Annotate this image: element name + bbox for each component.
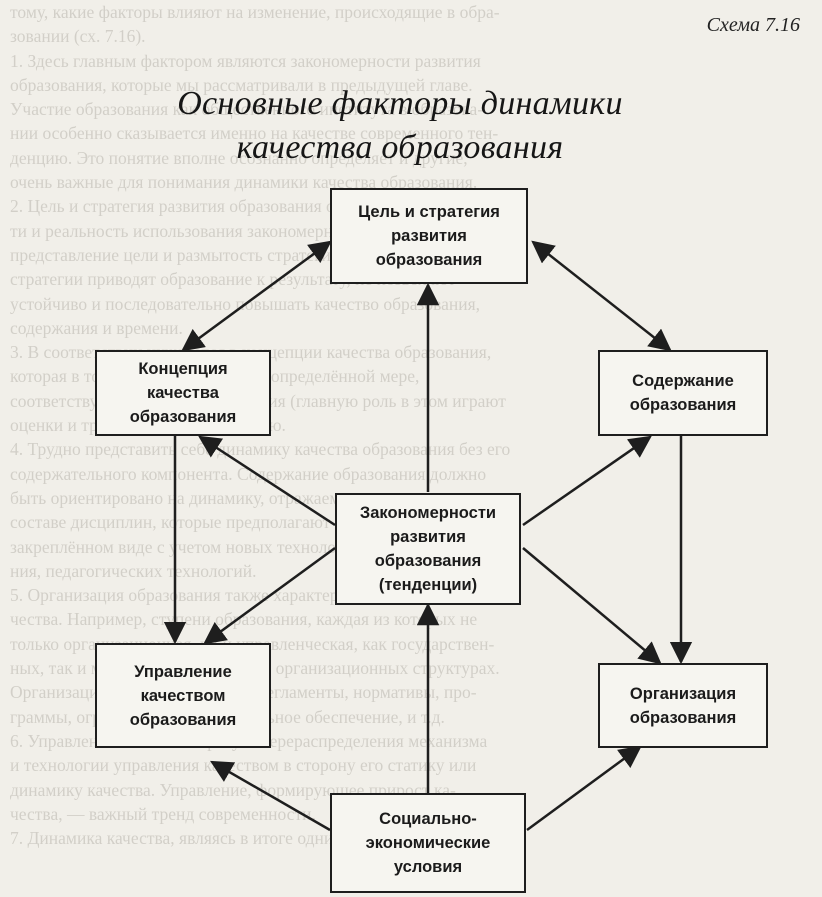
background-text-line: и технологии управления качеством в стор… bbox=[10, 755, 477, 776]
background-text-line: 4. Трудно представить себе динамику каче… bbox=[10, 439, 511, 460]
box-content-label: Содержание образования bbox=[629, 372, 737, 414]
box-quality-management: Управление качеством образования bbox=[95, 643, 271, 748]
diagram-title: Основные факторы динамики качества образ… bbox=[120, 82, 680, 170]
box-organization-label: Организация образования bbox=[629, 684, 737, 727]
box-socio-economic: Социально- экономические условия bbox=[330, 793, 526, 893]
background-text-line: содержательного компонента. Содержание о… bbox=[10, 463, 487, 484]
arrow-laws-management bbox=[203, 546, 336, 645]
background-text-line: Участие образования как общественного ин… bbox=[10, 99, 484, 120]
arrow-goal-concept bbox=[181, 240, 332, 352]
arrow-socio-management bbox=[210, 760, 331, 832]
box-content: Содержание образования bbox=[598, 350, 768, 436]
arrow-laws-content bbox=[522, 435, 652, 527]
title-line-1: Основные факторы динамики bbox=[177, 85, 623, 122]
scheme-label: Схема 7.16 bbox=[706, 14, 800, 36]
box-quality-management-label: Управление качеством образования bbox=[129, 662, 237, 729]
background-text-line: 1. Здесь главным фактором являются закон… bbox=[10, 50, 481, 71]
box-goal-strategy-label: Цель и стратегия развития образования bbox=[358, 203, 500, 269]
background-text-line: нии особенно сказывается именно на качес… bbox=[10, 123, 499, 144]
box-quality-concept-label: Концепция качества образования bbox=[129, 360, 237, 426]
arrow-goal-content bbox=[531, 240, 672, 352]
background-text-line: ния, педагогических технологий. bbox=[10, 560, 257, 581]
background-text-line: зовании (сх. 7.16). bbox=[10, 26, 146, 47]
arrow-socio-organization bbox=[526, 745, 642, 832]
box-goal-strategy: Цель и стратегия развития образования bbox=[330, 188, 528, 284]
background-text-line: денцию. Это понятие вполне осознанно опр… bbox=[10, 147, 468, 168]
box-quality-concept: Концепция качества образования bbox=[95, 350, 271, 436]
background-text-line: тому, какие факторы влияют на изменение,… bbox=[10, 2, 500, 22]
arrow-laws-organization bbox=[522, 547, 662, 665]
arrow-laws-concept bbox=[198, 435, 336, 527]
box-organization: Организация образования bbox=[598, 663, 768, 748]
background-text-line: образования, которые мы рассматривали в … bbox=[10, 74, 473, 95]
box-laws-trends-label: Закономерности развития образования (тен… bbox=[359, 504, 497, 594]
background-text-line: чества. Например, ступени образования, к… bbox=[10, 609, 478, 630]
box-laws-trends: Закономерности развития образования (тен… bbox=[335, 493, 521, 605]
box-socio-economic-label: Социально- экономические условия bbox=[365, 810, 491, 876]
background-text-line: содержания и времени. bbox=[10, 317, 183, 338]
title-line-2: качества образования bbox=[236, 129, 564, 166]
background-text-line: чества, — важный тренд современности. bbox=[10, 803, 316, 824]
background-text-line: очень важные для понимания динамики каче… bbox=[10, 172, 478, 193]
